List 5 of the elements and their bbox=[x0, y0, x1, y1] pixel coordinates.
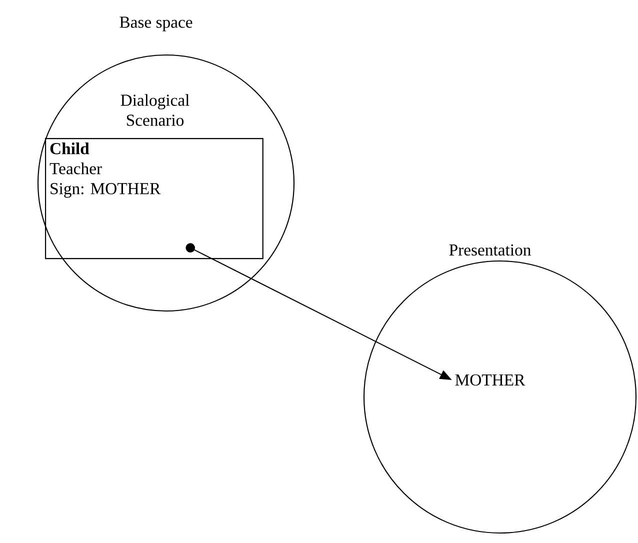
scenario-box: Dialogical Scenario Child Teacher Sign: MOTHER bbox=[45, 94, 264, 260]
node-label: Base space bbox=[120, 16, 192, 32]
node-label: Dialogical Scenario bbox=[120, 94, 190, 126]
node-text: MOTHER bbox=[455, 374, 526, 386]
node-label: Presentation bbox=[449, 244, 531, 256]
